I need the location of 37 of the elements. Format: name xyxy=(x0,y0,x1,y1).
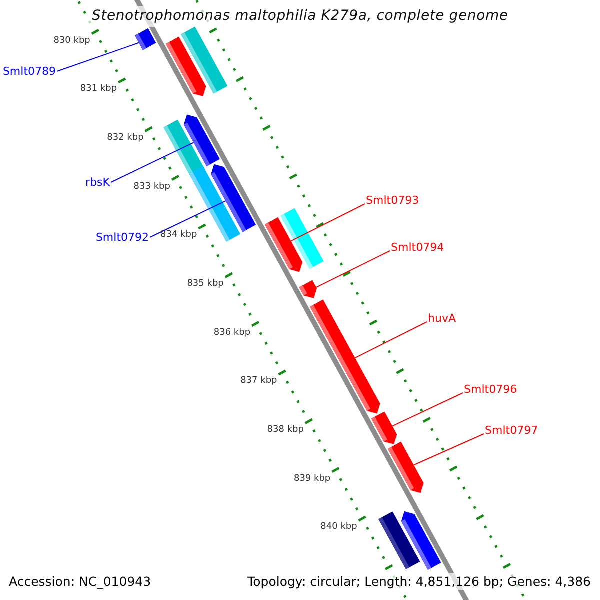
gene-label: Smlt0793 xyxy=(366,194,420,207)
gene-feature xyxy=(371,412,398,444)
gene-label: rbsK xyxy=(86,176,110,189)
leader-line xyxy=(150,200,226,238)
gene-feature xyxy=(299,280,317,298)
gene-label: Smlt0794 xyxy=(391,241,444,254)
leader-line xyxy=(354,322,428,359)
position-label: 836 kbp xyxy=(214,328,251,339)
gene-feature xyxy=(280,208,324,269)
position-label: 834 kbp xyxy=(160,230,198,242)
position-label: 838 kbp xyxy=(267,424,304,436)
gene-label: Smlt0796 xyxy=(464,383,518,396)
position-label: 839 kbp xyxy=(294,474,331,485)
leader-line xyxy=(110,142,194,183)
gene-feature xyxy=(135,28,156,50)
gene-feature xyxy=(211,164,256,232)
leader-line xyxy=(290,204,366,242)
position-label: 837 kbp xyxy=(240,376,278,388)
gene-feature xyxy=(401,511,442,570)
position-label: 835 kbp xyxy=(187,278,224,290)
position-label: 833 kbp xyxy=(134,182,170,193)
position-label: 832 kbp xyxy=(107,132,144,144)
leader-line xyxy=(316,250,390,288)
gene-label: Smlt0792 xyxy=(96,231,149,244)
leader-line xyxy=(56,42,140,72)
position-label: 840 kbp xyxy=(320,522,358,534)
position-label: 831 kbp xyxy=(80,84,118,96)
leader-line xyxy=(413,434,484,466)
gene-feature xyxy=(184,114,220,166)
gene-feature xyxy=(181,26,228,94)
leader-line xyxy=(392,392,464,427)
gene-label: huvA xyxy=(428,312,456,325)
gene-feature xyxy=(388,442,424,494)
position-label: 830 kbp xyxy=(54,36,90,46)
gene-feature xyxy=(310,300,380,414)
gene-label: Smlt0789 xyxy=(2,65,56,78)
gene-label: Smlt0797 xyxy=(485,424,538,437)
